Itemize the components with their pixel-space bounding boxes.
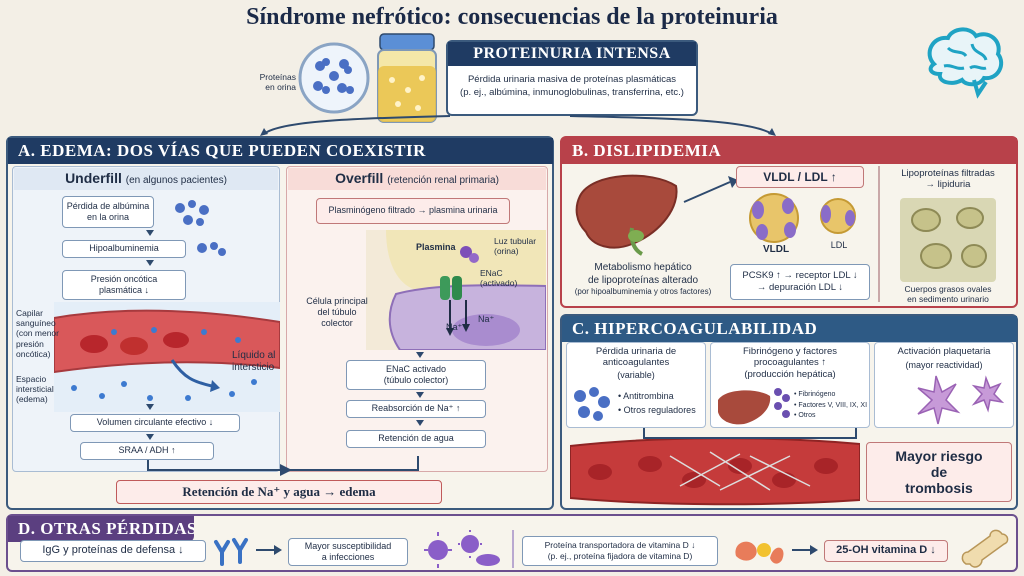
list-item: • Factores V, VIII, IX, XI xyxy=(794,401,868,409)
procoag-list: • Fibrinógeno • Factores V, VIII, IX, XI… xyxy=(794,390,870,422)
edema-result: Retención de Na⁺ y agua → edema xyxy=(116,480,442,504)
cuerpos-label: Cuerpos grasos ovales en sedimento urina… xyxy=(904,284,992,305)
anticoag-protein-icon xyxy=(574,387,610,421)
down-arrow xyxy=(146,434,154,440)
underfill-title: Underfill (en algunos pacientes) xyxy=(14,168,278,190)
espacio-label: Espacio intersticial (edema) xyxy=(16,374,54,405)
vldl-particle-icon xyxy=(749,193,799,243)
liver-to-vldl-arrow xyxy=(683,176,738,203)
anticoag-list: • Antitrombina • Otros reguladores xyxy=(618,390,706,417)
underfill-step-albumin: Pérdida de albúmina en la orina xyxy=(62,196,154,228)
plasmina-label: Plasmina xyxy=(416,242,456,252)
otras-divider xyxy=(512,530,514,568)
dislip-divider xyxy=(878,166,880,302)
bone-icon xyxy=(961,529,1009,568)
anticoag-sub: (variable) xyxy=(617,370,655,380)
vitd-protein-icon xyxy=(735,541,784,564)
list-item: • Antitrombina xyxy=(618,391,674,401)
proteinuria-box: PROTEINURIA INTENSA Pérdida urinaria mas… xyxy=(446,40,698,116)
thrombus-vessel-illustration xyxy=(570,437,860,506)
capillary-illustration xyxy=(54,302,280,412)
sodium-label-2: Na⁺ xyxy=(478,314,495,324)
hiper-col-platelet xyxy=(874,342,1014,428)
anticoag-title: Pérdida urinaria de anticoagulantes xyxy=(595,346,677,369)
overfill-step-agua: Retención de agua xyxy=(346,430,486,448)
underfill-step-volumen: Volumen circulante efectivo ↓ xyxy=(70,414,240,432)
hiper-connect-lines xyxy=(643,428,857,439)
edema-header: A. EDEMA: DOS VÍAS QUE PUEDEN COEXISTIR xyxy=(8,138,553,164)
down-arrow xyxy=(146,230,154,236)
procoag-title: Fibrinógeno y factores procoagulantes ↑ … xyxy=(743,346,837,380)
converge-arrows xyxy=(147,456,419,476)
underfill-step-sraa: SRAA / ADH ↑ xyxy=(80,442,214,460)
albumin-protein-icon xyxy=(175,200,209,226)
vldl-ldl-box: VLDL / LDL ↑ xyxy=(736,166,864,188)
pcsk9-box: PCSK9 ↑ → receptor LDL ↓ → depuración LD… xyxy=(730,264,870,300)
list-item: • Otros xyxy=(794,412,816,419)
proteinuria-header: PROTEINURIA INTENSA xyxy=(448,42,696,66)
protein-magnifier-icon xyxy=(298,42,370,114)
platelet-title: Activación plaquetaria xyxy=(897,346,991,357)
hipercoag-header: C. HIPERCOAGULABILIDAD xyxy=(562,316,1017,342)
underfill-step-hypoalb: Hipoalbuminemia xyxy=(62,240,186,258)
list-item: • Fibrinógeno xyxy=(794,391,836,398)
otras-header: D. OTRAS PÉRDIDAS xyxy=(8,516,194,542)
susceptibilidad-box: Mayor susceptibilidad a infecciones xyxy=(288,538,408,566)
overfill-title: Overfill (retención renal primaria) xyxy=(288,168,546,190)
branch-arrows xyxy=(260,115,776,136)
down-arrow xyxy=(146,260,154,266)
urine-jar-icon xyxy=(377,33,437,123)
enac-label: ENaC (activado) xyxy=(480,268,518,289)
ldl-label: LDL xyxy=(830,240,848,250)
capilar-label: Capilar sanguíneo (con menor presión onc… xyxy=(16,308,59,359)
platelet-sub: (mayor reactividad) xyxy=(905,360,983,370)
antibody-icon xyxy=(214,538,248,566)
page-title: Síndrome nefrótico: consecuencias de la … xyxy=(246,4,778,30)
proteinuria-desc: Pérdida urinaria masiva de proteínas pla… xyxy=(460,74,684,98)
albumin-small-icon xyxy=(197,242,226,256)
down-arrow xyxy=(416,420,424,426)
sodium-label-1: Na⁺ xyxy=(446,322,463,332)
tubule-cell-illustration xyxy=(366,230,546,350)
liver-small-icon xyxy=(718,390,771,425)
dislipidemia-header: B. DISLIPIDEMIA xyxy=(562,138,1017,164)
underfill-step-oncotic: Presión oncótica plasmática ↓ xyxy=(62,270,186,300)
oval-fat-bodies-icon xyxy=(900,198,996,282)
ldl-particle-icon xyxy=(820,198,856,234)
vitd-result-box: 25-OH vitamina D ↓ xyxy=(824,540,948,562)
overfill-step-enac: ENaC activado (túbulo colector) xyxy=(346,360,486,390)
urine-proteins-label: Proteínas en orina xyxy=(259,72,296,93)
down-arrow xyxy=(146,404,154,410)
vldl-label: VLDL xyxy=(762,244,790,255)
luz-tubular-label: Luz tubular (orina) xyxy=(494,236,537,257)
brain-logo-icon xyxy=(927,27,1004,99)
metabolismo-text: Metabolismo hepático de lipoproteínas al… xyxy=(574,262,712,296)
factor-dots-icon xyxy=(774,388,790,418)
list-item: • Otros reguladores xyxy=(618,404,696,415)
vitd-protein-box: Proteína transportadora de vitamina D ↓ … xyxy=(522,536,718,566)
liquido-label: Líquido al intersticio xyxy=(232,350,276,373)
celula-principal-label: Célula principal del túbulo colector xyxy=(306,296,368,328)
platelet-icon xyxy=(917,375,1005,425)
down-arrow xyxy=(416,352,424,358)
pathogen-icon xyxy=(424,530,500,568)
igg-box: IgG y proteínas de defensa ↓ xyxy=(20,540,206,562)
overfill-step-reabs: Reabsorción de Na⁺ ↑ xyxy=(346,400,486,418)
overfill-step-plasminogen: Plasminógeno filtrado → plasmina urinari… xyxy=(316,198,510,224)
arrow-right xyxy=(256,545,282,555)
lipiduria-title: Lipoproteínas filtradas → lipiduria xyxy=(901,168,995,191)
arrow-right xyxy=(792,545,818,555)
riesgo-trombosis-box: Mayor riesgo de trombosis xyxy=(866,442,1012,502)
liver-icon xyxy=(575,174,678,256)
down-arrow xyxy=(416,392,424,398)
